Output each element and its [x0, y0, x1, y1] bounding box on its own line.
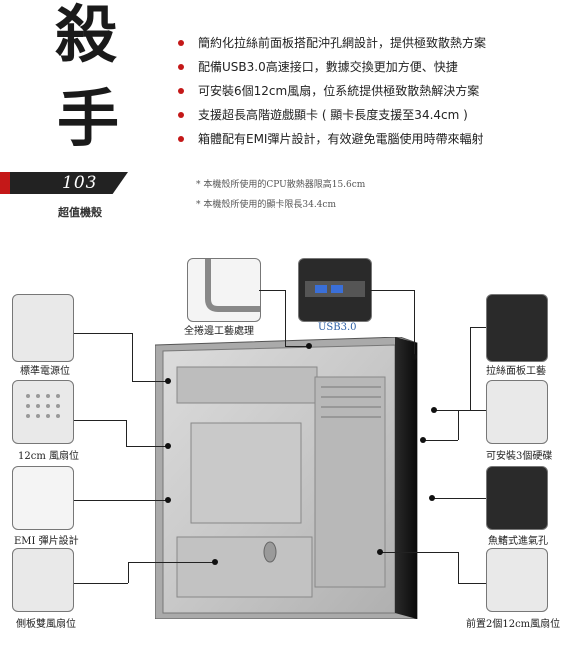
label-usb3: USB3.0	[318, 322, 357, 333]
feature-list: 簡約化拉絲前面板搭配沖孔網設計，提供極致散熱方案 配備USB3.0高速接口，數據…	[178, 34, 486, 154]
connector-line	[432, 498, 486, 499]
connector-line	[370, 290, 414, 291]
feature-item: 箱體配有EMI彈片設計，有效避免電腦使用時帶來輻射	[178, 130, 486, 154]
thumb-front-fans	[486, 548, 548, 612]
note-gpu-length: * 本機殼所使用的顯卡限長34.4cm	[196, 200, 336, 210]
connector-dot	[411, 354, 417, 360]
connector-dot	[420, 437, 426, 443]
title-char-2: 手	[56, 82, 119, 155]
thumb-emi	[12, 466, 74, 530]
note-cpu-cooler: * 本機殼所使用的CPU散熱器限高15.6cm	[196, 180, 366, 190]
connector-line	[74, 500, 168, 501]
connector-line	[126, 420, 127, 446]
connector-line	[74, 420, 126, 421]
label-12cm-fan: 12cm 風扇位	[18, 451, 79, 462]
thumb-rolled-edge	[187, 258, 261, 322]
feature-item: 簡約化拉絲前面板搭配沖孔網設計，提供極致散熱方案	[178, 34, 486, 58]
connector-dot	[429, 495, 435, 501]
feature-item: 配備USB3.0高速接口，數據交換更加方便、快捷	[178, 58, 486, 82]
thumb-side-fans	[12, 548, 74, 612]
model-subtitle: 超值機殼	[58, 206, 102, 219]
thumb-12cm-fan	[12, 380, 74, 444]
connector-line	[423, 440, 458, 441]
connector-line	[434, 410, 470, 411]
connector-line	[128, 562, 129, 583]
connector-line	[128, 562, 214, 563]
connector-line	[74, 583, 128, 584]
connector-line	[458, 583, 486, 584]
connector-line	[458, 410, 486, 411]
connector-line	[259, 290, 285, 291]
connector-dot	[165, 378, 171, 384]
label-brushed-panel: 拉絲面板工藝	[486, 366, 546, 377]
case-illustration	[155, 337, 418, 619]
label-side-fans: 側板雙風扇位	[16, 619, 76, 630]
thumb-psu-bay	[12, 294, 74, 362]
connector-dot	[212, 559, 218, 565]
connector-line	[285, 290, 286, 346]
connector-line	[74, 333, 132, 334]
connector-line	[380, 552, 458, 553]
title-char-1: 殺	[54, 0, 117, 71]
thumb-usb3	[298, 258, 372, 322]
connector-line	[132, 333, 133, 381]
label-rolled-edge: 全捲邊工藝處理	[184, 326, 254, 337]
connector-dot	[377, 549, 383, 555]
label-fin-intake: 魚鰭式進氣孔	[488, 536, 548, 547]
model-number: 103	[62, 173, 98, 193]
label-front-fans: 前置2個12cm風扇位	[466, 619, 561, 630]
model-band	[0, 172, 128, 194]
label-hdd: 可安裝3個硬碟	[486, 451, 553, 462]
feature-item: 支援超長高階遊戲顯卡 ( 顯卡長度支援至34.4cm )	[178, 106, 486, 130]
connector-line	[470, 327, 486, 328]
connector-line	[470, 327, 471, 410]
connector-dot	[165, 443, 171, 449]
connector-line	[458, 410, 459, 440]
connector-line	[458, 552, 459, 583]
thumb-fin-intake	[486, 466, 548, 530]
connector-line	[132, 381, 168, 382]
thumb-brushed-panel	[486, 294, 548, 362]
connector-dot	[165, 497, 171, 503]
connector-dot	[431, 407, 437, 413]
connector-line	[285, 346, 309, 347]
feature-item: 可安裝6個12cm風扇，位系統提供極致散熱解決方案	[178, 82, 486, 106]
label-psu-bay: 標準電源位	[20, 366, 70, 377]
connector-line	[414, 290, 415, 356]
connector-line	[126, 446, 168, 447]
label-emi: EMI 彈片設計	[14, 536, 79, 547]
connector-dot	[306, 343, 312, 349]
thumb-hdd	[486, 380, 548, 444]
